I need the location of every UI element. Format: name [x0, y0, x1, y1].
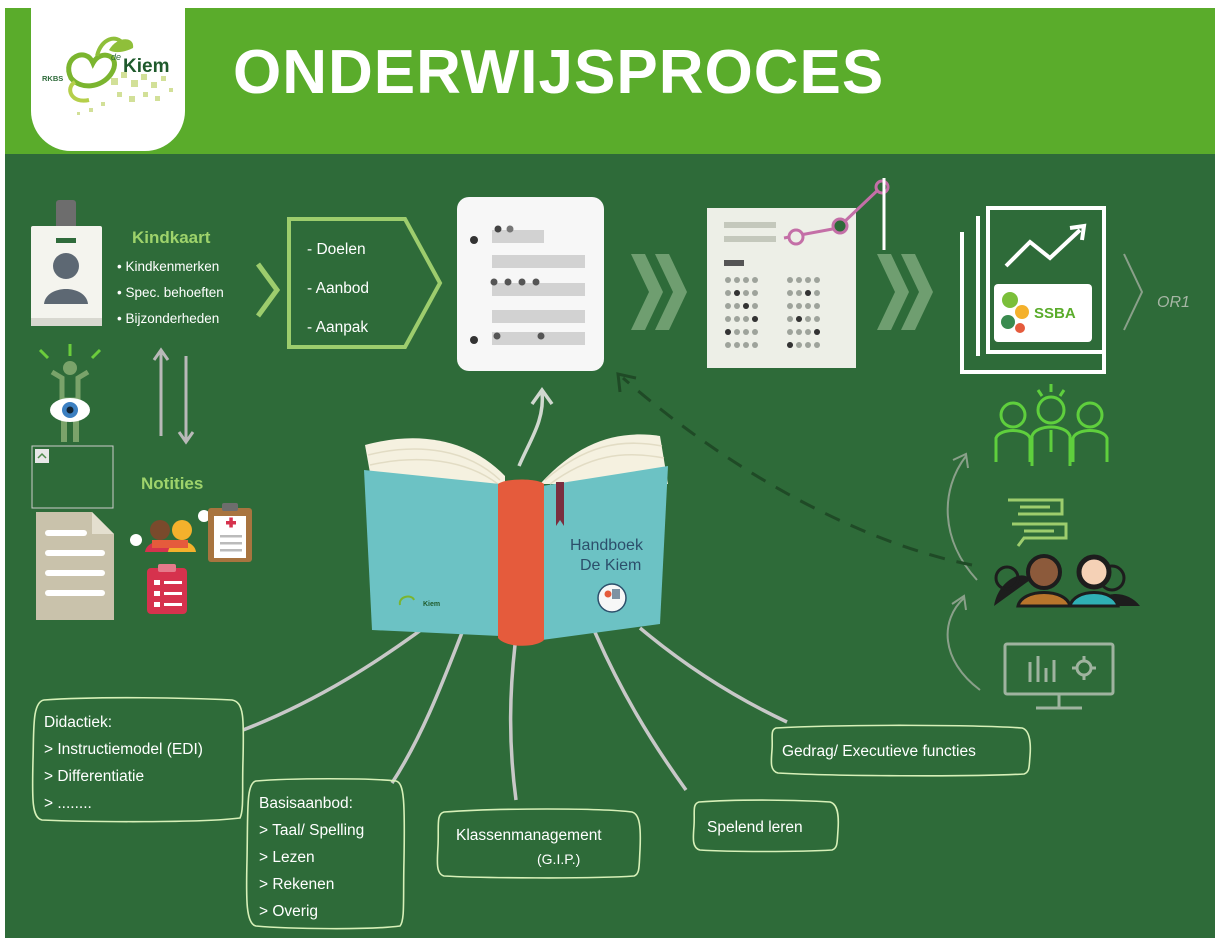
- plan-item: - Aanbod: [307, 280, 370, 297]
- kindkaart-item: • Kindkenmerken: [117, 259, 220, 274]
- logo-de: de: [111, 52, 121, 62]
- book-logo-text: Kiem: [423, 601, 440, 608]
- or1-label: OR1: [1157, 294, 1190, 311]
- basisaanbod-title: Basisaanbod:: [259, 795, 353, 812]
- broken-image-icon: [31, 445, 114, 509]
- double-chevron-icon: [631, 254, 687, 330]
- observe-eye-icon: [38, 344, 102, 442]
- book-title-line2: De Kiem: [580, 557, 641, 574]
- basisaanbod-box: [245, 777, 406, 930]
- page-title: ONDERWIJSPROCES: [233, 38, 885, 107]
- conversation-icon: [130, 510, 210, 552]
- feedback-arrow: [622, 376, 973, 567]
- team-icon: [994, 384, 1109, 466]
- kindkaart-item-label: Kindkenmerken: [125, 259, 220, 274]
- header-bar: [5, 8, 1215, 154]
- id-badge-icon: [31, 200, 102, 326]
- double-chevron-icon: [877, 254, 933, 330]
- gedrag-label: Gedrag/ Executieve functies: [782, 743, 976, 760]
- topic-boxes: [31, 696, 1032, 930]
- didactiek-box: [31, 696, 245, 823]
- kindkaart-item: • Spec. behoeften: [117, 285, 224, 300]
- chat-icon: [1008, 498, 1068, 547]
- plan-sheet-icon: [457, 197, 604, 371]
- people-icon: [994, 554, 1140, 608]
- medical-clipboard-icon: [208, 503, 252, 562]
- logo-prefix: RKBS: [42, 74, 63, 83]
- logo-name: Kiem: [123, 56, 169, 77]
- klassenmanagement-line2: (G.I.P.): [537, 851, 581, 867]
- exchange-arrows: [152, 347, 195, 445]
- up-arrow: [517, 391, 545, 467]
- kindkaart-heading: Kindkaart: [132, 228, 211, 247]
- growth-chart-icon: SSBA: [960, 206, 1106, 374]
- klassenmanagement-line1: Klassenmanagement: [456, 827, 602, 844]
- ssba-label: SSBA: [1034, 305, 1076, 322]
- book-title-line1: Handboek: [570, 537, 644, 554]
- kindkaart-item-label: Bijzonderheden: [125, 311, 220, 326]
- didactiek-title: Didactiek:: [44, 714, 113, 731]
- kindkaart-item-label: Spec. behoeften: [125, 285, 224, 300]
- school-logo: RKBS de Kiem: [31, 8, 185, 151]
- spelend-box: [692, 799, 840, 853]
- notities-heading: Notities: [141, 474, 204, 493]
- kindkaart-item: • Bijzonderheden: [117, 311, 220, 326]
- spelend-label: Spelend leren: [707, 819, 803, 836]
- klassenmanagement-box: [436, 808, 642, 879]
- didactiek-line: > Instructiemodel (EDI): [44, 741, 203, 758]
- flow-arrows: [946, 452, 981, 691]
- document-icon: [36, 512, 114, 620]
- plan-item: - Aanpak: [307, 319, 369, 336]
- basisaanbod-line: > Overig: [259, 903, 319, 920]
- checklist-icon: [147, 564, 187, 614]
- results-chart-icon: [707, 178, 890, 368]
- chevron-right-icon: [255, 262, 281, 318]
- basisaanbod-line: > Rekenen: [259, 876, 335, 893]
- basisaanbod-line: > Lezen: [259, 849, 315, 866]
- gedrag-box: [770, 724, 1032, 777]
- didactiek-line: > Differentiatie: [44, 768, 145, 785]
- book-connectors: [242, 625, 788, 801]
- book-icon: Handboek De Kiem Kiem: [364, 434, 668, 646]
- basisaanbod-line: > Taal/ Spelling: [259, 822, 365, 839]
- chevron-right-icon: [1123, 253, 1144, 331]
- monitor-icon: [1003, 642, 1115, 710]
- didactiek-line: > ........: [44, 795, 92, 812]
- plan-item: - Doelen: [307, 241, 366, 258]
- plan-pentagon: [287, 217, 443, 349]
